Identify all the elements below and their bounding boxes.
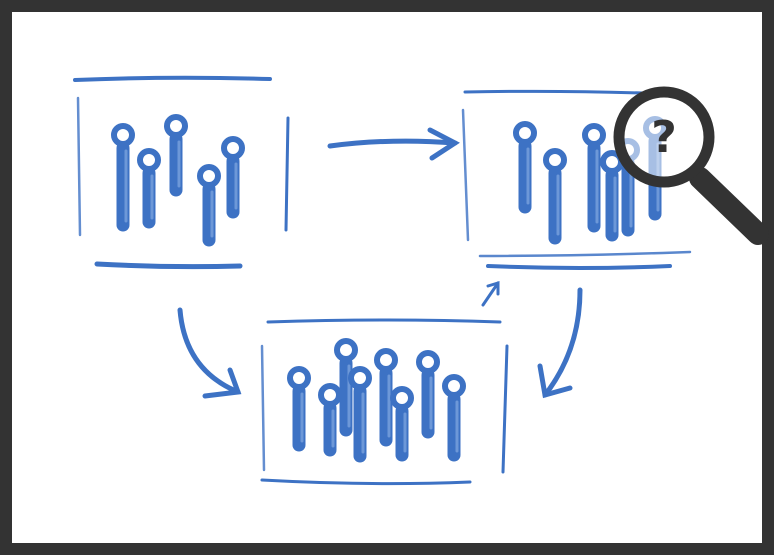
people-layer [111, 114, 667, 463]
person-figure [348, 366, 372, 463]
arrow-bottom-to-top-right [481, 280, 500, 307]
person-figure [390, 386, 414, 462]
person-figure [221, 136, 245, 219]
person-figure [197, 164, 221, 247]
group-top-left [111, 114, 245, 247]
group-bottom [287, 338, 466, 463]
person-figure [374, 348, 398, 447]
question-mark-glyph: ? [651, 112, 677, 163]
person-figure [543, 148, 567, 245]
person-figure [164, 114, 188, 197]
magnifying-glass-icon: ? [613, 86, 769, 245]
person-figure [582, 123, 606, 233]
person-figure [442, 374, 466, 462]
person-figure [416, 350, 440, 439]
group-box-top-left [73, 75, 290, 270]
person-figure [137, 148, 161, 229]
arrow-top-left-to-top-right [327, 127, 460, 161]
person-figure [318, 383, 342, 457]
person-figure [334, 338, 358, 437]
arrow-top-left-to-bottom [177, 307, 242, 399]
person-figure [513, 121, 537, 214]
arrow-top-right-to-bottom [537, 287, 583, 399]
person-figure [287, 366, 311, 452]
group-box-bottom [260, 318, 509, 486]
person-figure [111, 123, 135, 232]
